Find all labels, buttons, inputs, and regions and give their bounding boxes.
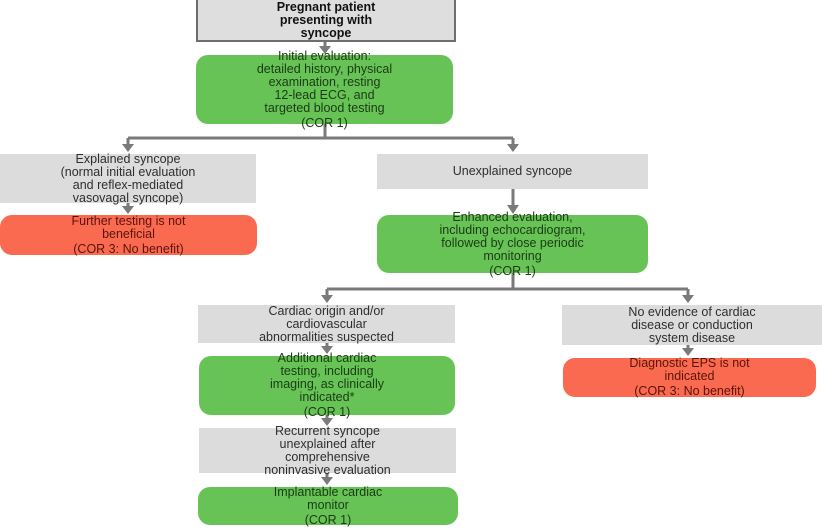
node-text-line: Implantable cardiac — [273, 484, 383, 499]
node-text-line: unexplained after — [279, 436, 376, 451]
node-text-line: indicated* — [299, 390, 355, 404]
node-unexplained-syncope: Unexplained syncope — [377, 154, 648, 189]
node-text-line: Unexplained syncope — [452, 164, 573, 178]
node-text-line: and reflex-mediated — [72, 177, 184, 192]
node-text-line: Initial evaluation: — [277, 48, 372, 63]
node-text-line: No evidence of cardiac — [628, 304, 756, 319]
node-enhanced-evaluation: Enhanced evaluation,including echocardio… — [377, 210, 648, 277]
node-text-line: including echocardiogram, — [439, 222, 586, 237]
node-text-line: Enhanced evaluation, — [452, 209, 573, 224]
class-of-recommendation-label: (COR 3: No benefit) — [634, 384, 745, 398]
node-text-line: syncope — [300, 25, 352, 40]
node-text-line: (normal initial evaluation — [60, 164, 196, 179]
node-text-line: examination, resting — [268, 74, 381, 89]
arrowhead — [507, 144, 519, 152]
node-text-line: vasovagal syncope) — [72, 190, 184, 205]
node-initial-evaluation: Initial evaluation:detailed history, phy… — [196, 49, 453, 129]
node-text-line: monitor — [307, 497, 349, 512]
node-text-line: 12-lead ECG, and — [274, 87, 375, 102]
node-explained-syncope: Explained syncope(normal initial evaluat… — [0, 151, 256, 205]
class-of-recommendation-label: (COR 1) — [304, 512, 352, 527]
arrowhead — [507, 205, 519, 214]
node-text-line: monitoring — [483, 248, 542, 263]
node-text-line: presenting with — [279, 12, 373, 27]
arrowhead — [682, 348, 694, 356]
arrowhead — [321, 346, 333, 354]
node-text-line: comprehensive — [285, 449, 370, 464]
node-text-line: beneficial — [102, 226, 155, 241]
arrowhead — [319, 46, 331, 54]
node-text-line: Pregnant patient — [276, 0, 376, 14]
node-text-line: Further testing is not — [71, 213, 186, 228]
node-text-line: cardiovascular — [286, 316, 367, 331]
node-text-line: disease or conduction — [631, 317, 753, 332]
node-text-line: Additional cardiac — [277, 351, 377, 365]
node-text-line: testing, including — [280, 364, 374, 378]
node-text-line: Explained syncope — [75, 151, 181, 166]
node-text-line: abnormalities suspected — [259, 329, 394, 344]
node-text-line: targeted blood testing — [264, 100, 385, 115]
class-of-recommendation-label: (COR 1) — [303, 405, 351, 419]
node-text-line: Diagnostic EPS is not — [629, 356, 750, 370]
class-of-recommendation-label: (COR 1) — [489, 263, 536, 278]
class-of-recommendation-label: (COR 3: No benefit) — [73, 241, 184, 256]
arrowhead — [321, 295, 333, 303]
node-text-line: followed by close periodic — [441, 235, 584, 250]
arrowhead — [682, 295, 694, 303]
arrowhead — [321, 418, 333, 426]
node-text-line: Cardiac origin and/or — [268, 303, 385, 318]
arrowhead — [122, 144, 134, 152]
class-of-recommendation-label: (COR 1) — [301, 115, 348, 130]
arrowhead — [122, 206, 134, 214]
arrowhead — [321, 477, 333, 485]
node-text-line: indicated — [664, 369, 715, 383]
node-text-line: Recurrent syncope — [275, 423, 380, 438]
node-text-line: detailed history, physical — [256, 61, 393, 76]
node-text-line: system disease — [648, 330, 736, 345]
node-text-line: noninvasive evaluation — [264, 462, 391, 477]
node-text-line: imaging, as clinically — [270, 377, 384, 391]
